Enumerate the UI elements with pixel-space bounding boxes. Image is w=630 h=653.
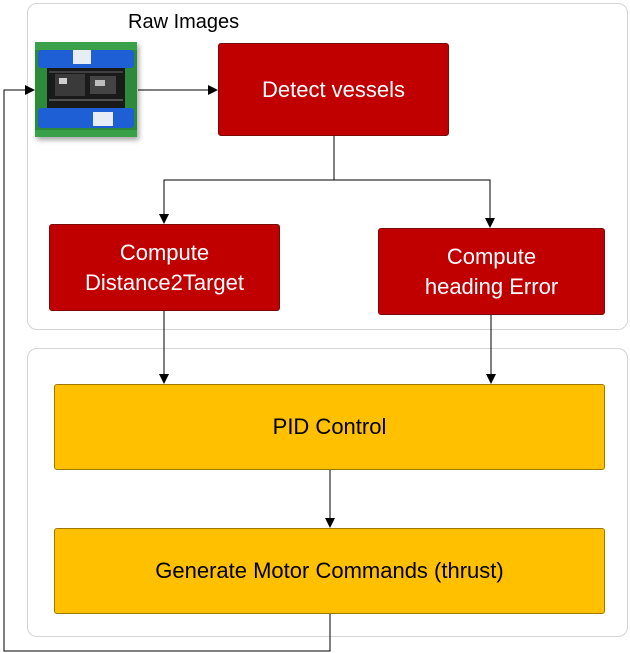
generate-motor-commands-box: Generate Motor Commands (thrust)	[54, 528, 605, 614]
pid-control-box: PID Control	[54, 384, 605, 470]
compute-heading-error-box: Compute heading Error	[378, 228, 605, 315]
compute-distance-box: Compute Distance2Target	[49, 224, 280, 311]
detect-vessels-box: Detect vessels	[218, 43, 449, 136]
raw-image-photo	[35, 42, 137, 137]
raw-images-label: Raw Images	[128, 11, 240, 33]
robot-boat-photo-icon	[35, 42, 137, 137]
